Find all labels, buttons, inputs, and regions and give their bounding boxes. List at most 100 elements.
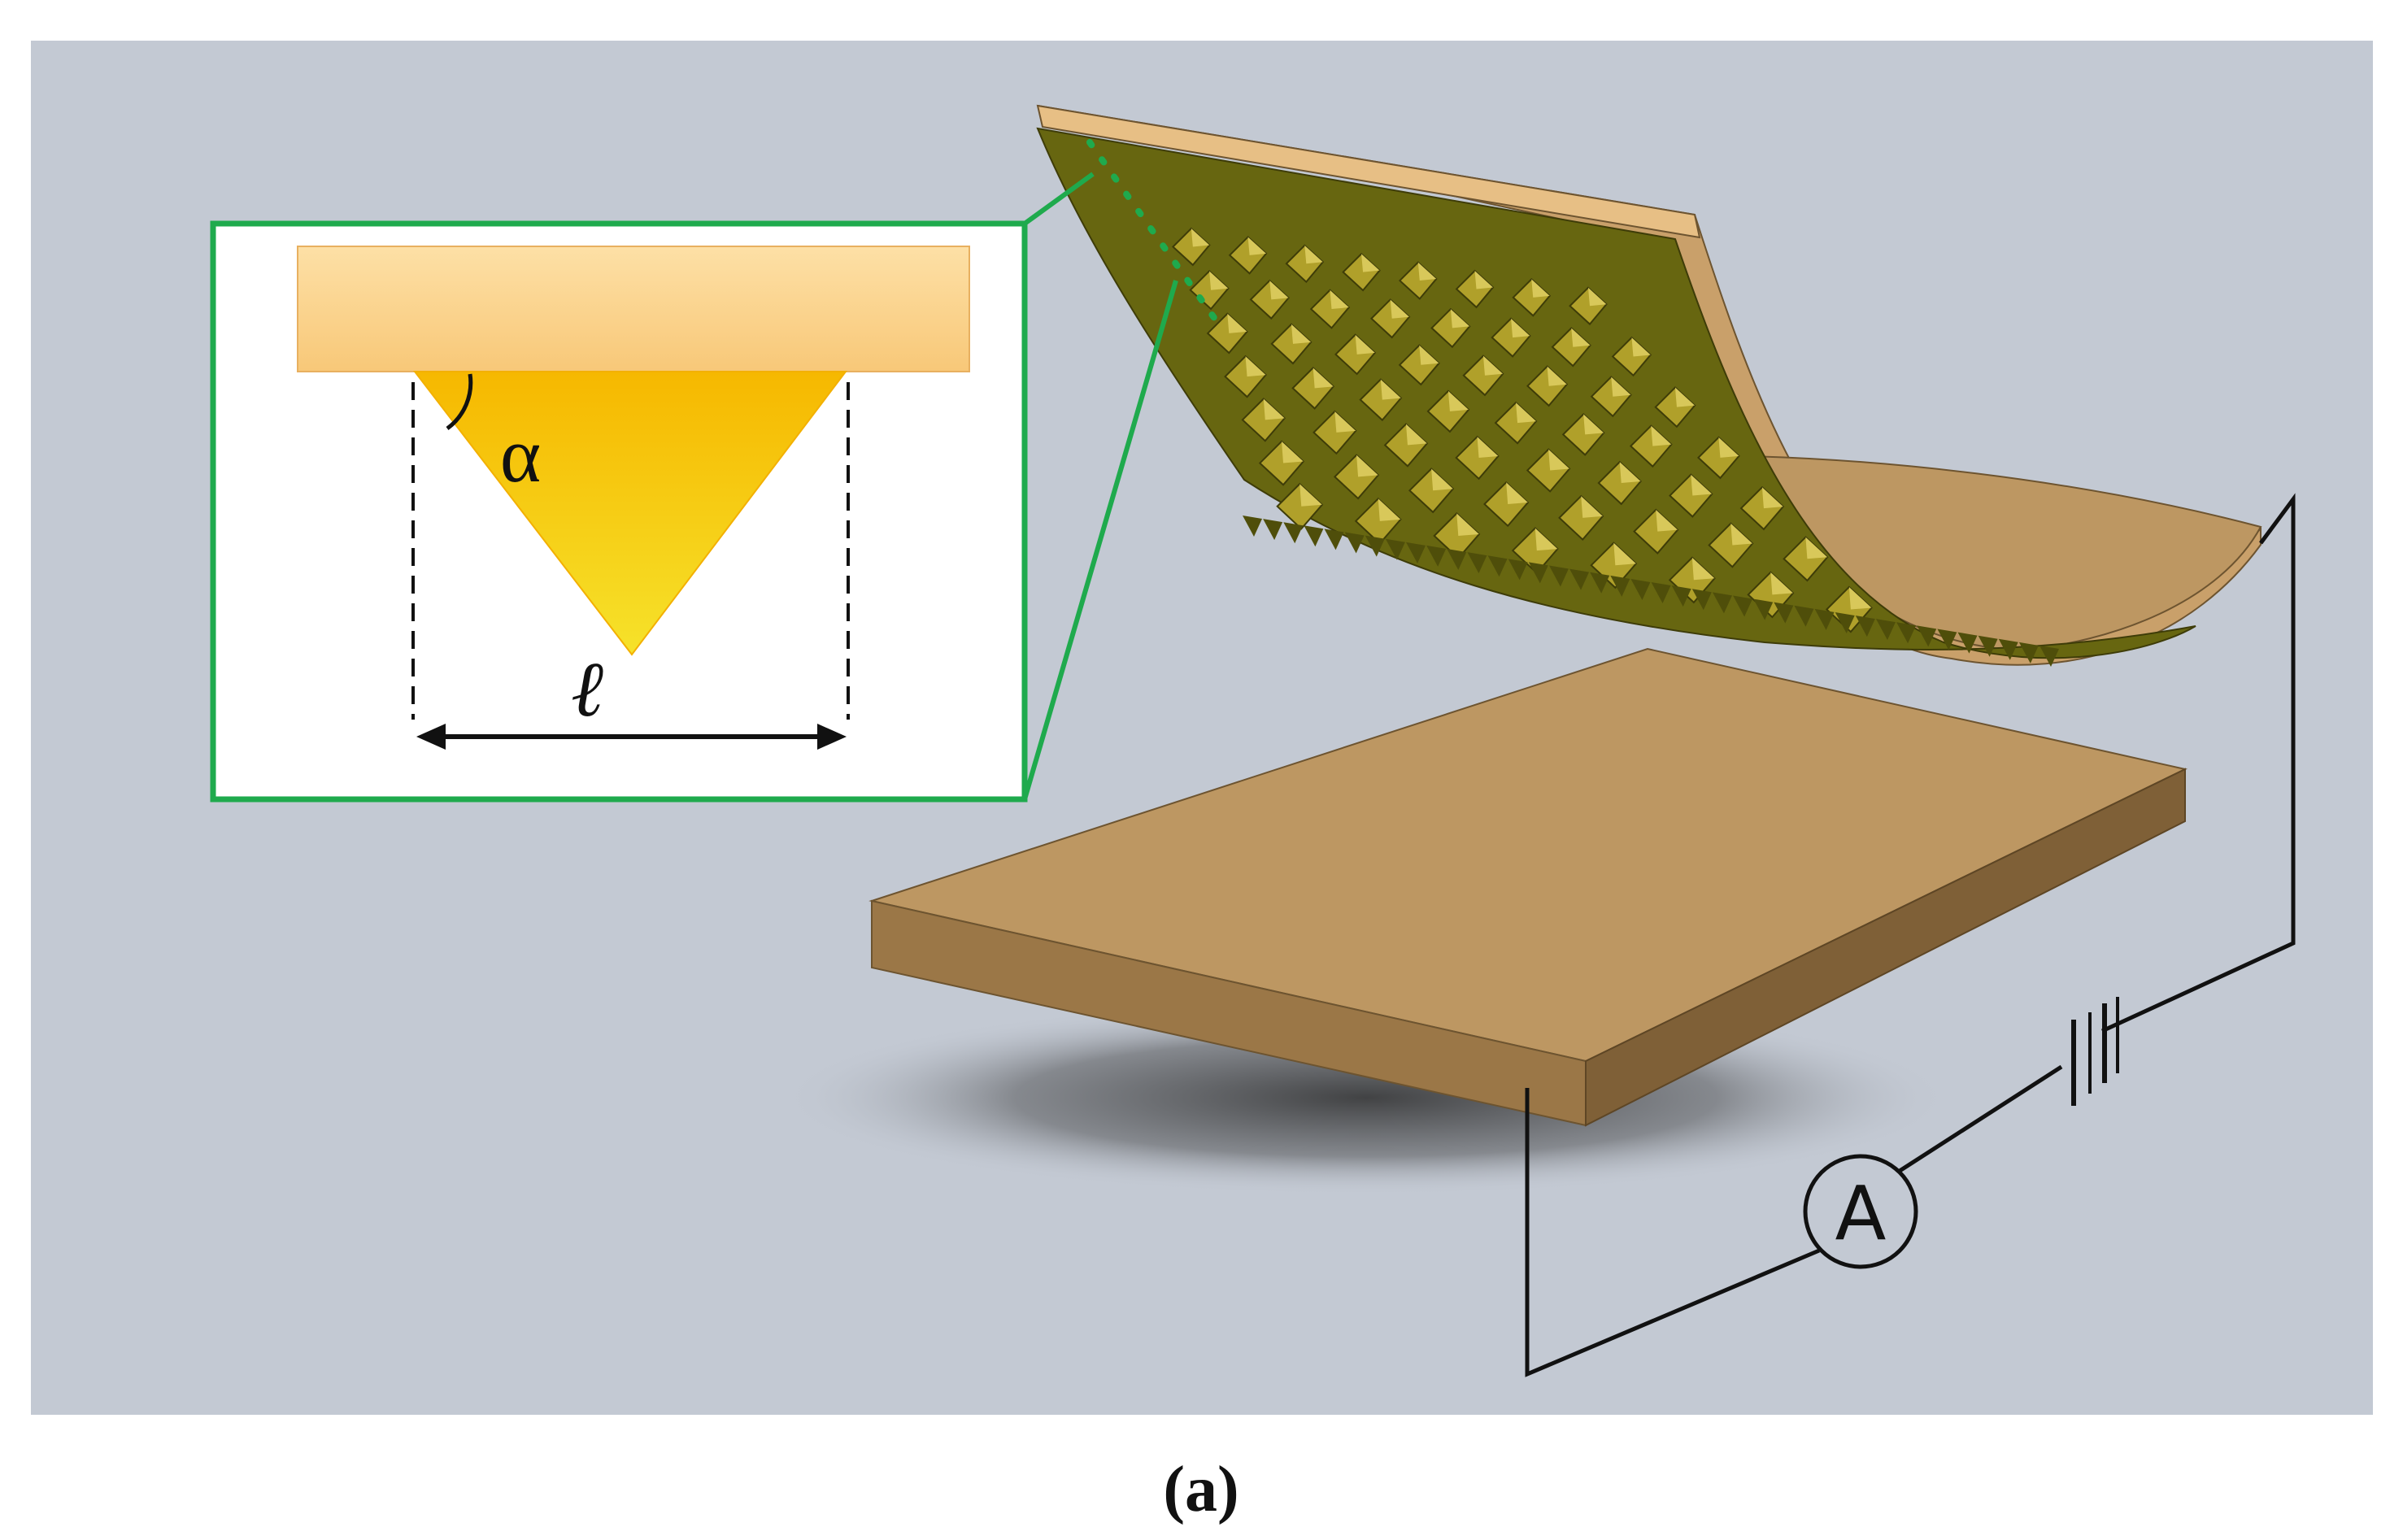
pyramid-facet-highlight <box>1506 482 1528 505</box>
pyramid-facet-highlight <box>1361 254 1380 272</box>
inset-zoom-box: α ℓ <box>210 139 1220 803</box>
pyramid-edge-tooth <box>1548 565 1569 587</box>
flexible-film <box>1036 104 2262 667</box>
pyramid-facet-highlight <box>1405 424 1427 446</box>
angle-arc <box>446 373 473 431</box>
pyramid-edge-tooth <box>1978 635 1998 657</box>
plate-side-face <box>1585 768 2186 1127</box>
pyramid-edge-tooth <box>1794 605 1814 627</box>
pyramid-edge-tooth <box>1671 585 1691 607</box>
pyramid-edge-tooth <box>1263 519 1283 541</box>
pyramid-facet-highlight <box>1547 366 1567 386</box>
pyramid-edge-tooth <box>1937 629 1957 650</box>
pyramid-facet-highlight <box>1474 271 1493 289</box>
pyramid-facet-highlight <box>1291 324 1312 344</box>
angle-label: α <box>500 411 541 498</box>
pyramid-facet-highlight <box>1447 390 1469 411</box>
pyramid-facet-highlight <box>1691 474 1713 496</box>
inset-substrate <box>297 246 970 372</box>
pyramid-edge-tooth <box>1304 525 1324 547</box>
pyramid-edge-tooth <box>1590 572 1610 594</box>
pyramid-edge-tooth <box>1528 562 1548 584</box>
arrow-head-left <box>416 724 446 750</box>
wire-right <box>2100 493 2296 1033</box>
pyramid-facet-highlight <box>1516 402 1537 424</box>
pyramid-edge-tooth <box>1917 625 1937 647</box>
pyramid-edge-tooth <box>2040 646 2059 667</box>
pyramid-edge-tooth <box>1651 582 1671 604</box>
pyramid-facet-highlight <box>1718 437 1739 458</box>
pyramid-facet-highlight <box>1380 379 1401 400</box>
pyramid-edge-tooth <box>1283 522 1304 544</box>
pyramid-edge-tooth <box>1324 529 1344 550</box>
pyramid-facet-highlight <box>1611 376 1631 397</box>
pyramid-edge-tooth <box>1875 619 1896 641</box>
pyramid-facet-highlight <box>1313 368 1334 389</box>
ammeter <box>1803 1154 1918 1269</box>
bottom-electrode-plate <box>868 647 2188 1127</box>
figure-caption: (a) <box>1163 1454 1239 1525</box>
pyramid-edge-tooth <box>1630 578 1651 600</box>
pyramid-facet-highlight <box>1299 484 1322 507</box>
pyramid-edge-tooth <box>1569 568 1590 590</box>
pyramid-facet-highlight <box>1761 487 1783 509</box>
pyramid-facet-highlight <box>1334 411 1356 433</box>
pyramid-edge-tooth <box>1998 638 2018 660</box>
pyramid-facet-highlight <box>1356 455 1378 477</box>
pyramid-facet-highlight <box>1390 299 1409 319</box>
pyramid-facet-highlight <box>1805 537 1828 559</box>
pyramid-facet-highlight <box>1378 498 1401 521</box>
pyramid-facet-highlight <box>1477 437 1499 458</box>
pyramid-facet-highlight <box>1355 334 1375 355</box>
pyramid-facet-highlight <box>1581 496 1603 518</box>
pyramid-facet-highlight <box>1613 542 1636 566</box>
wire-bottom <box>1525 1088 1820 1377</box>
pyramid-facet-highlight <box>1730 523 1753 546</box>
battery <box>2071 997 2119 1106</box>
pyramid-facet-highlight <box>1674 387 1696 407</box>
pyramid-facet-highlight <box>1191 228 1210 247</box>
pyramid-facet-highlight <box>1770 572 1793 595</box>
pyramid-edge-tooth <box>1957 632 1978 654</box>
pyramid-edge-tooth <box>1610 575 1630 597</box>
pyramid-edge-tooth <box>1814 608 1835 630</box>
pyramid-facet-highlight <box>1209 271 1229 290</box>
pyramid-facet-highlight <box>1450 309 1470 328</box>
pyramid-facet-highlight <box>1269 281 1289 300</box>
zoom-line-top <box>1023 172 1095 226</box>
circuit: A <box>1525 493 2296 1377</box>
pyramid-edge-tooth <box>1855 616 1875 637</box>
wire-battery-ammeter <box>1898 1064 2063 1173</box>
zoom-line-bottom <box>1022 280 1178 800</box>
pyramid-edge-tooth <box>1712 592 1732 614</box>
pyramid-facet-highlight <box>1419 345 1439 365</box>
ammeter-label: A <box>1835 1170 1887 1257</box>
pyramid-edge-tooth <box>1426 545 1447 567</box>
pyramid-facet-highlight <box>1691 557 1715 581</box>
pyramid-array <box>1171 227 2059 667</box>
pyramid-edge-tooth <box>1344 532 1365 554</box>
pyramid-facet-highlight <box>1330 289 1349 310</box>
pyramid-edge-tooth <box>1447 549 1467 571</box>
pyramid-edge-tooth <box>2018 642 2039 663</box>
pyramid-facet-highlight <box>1304 245 1323 264</box>
pyramid-edge-tooth <box>1835 611 1855 633</box>
pyramid-edge-tooth <box>1243 516 1262 537</box>
pyramid-facet-highlight <box>1282 441 1304 463</box>
pyramid-facet-highlight <box>1263 398 1285 420</box>
length-label: ℓ <box>571 646 603 733</box>
pyramid-facet-highlight <box>1848 586 1872 610</box>
pyramid-facet-highlight <box>1511 318 1530 338</box>
inset-pyramid <box>412 371 848 656</box>
pyramid-edge-tooth <box>1733 595 1753 617</box>
pyramid-facet-highlight <box>1482 355 1504 376</box>
pyramid-facet-highlight <box>1227 313 1247 333</box>
pyramid-facet-highlight <box>1583 414 1604 435</box>
pyramid-edge-tooth <box>1467 552 1487 574</box>
pyramid-facet-highlight <box>1656 509 1678 532</box>
pyramid-edge-tooth <box>1406 542 1426 563</box>
pyramid-facet-highlight <box>1245 356 1266 377</box>
pyramid-facet-highlight <box>1531 279 1550 298</box>
pyramid-facet-highlight <box>1247 237 1267 255</box>
